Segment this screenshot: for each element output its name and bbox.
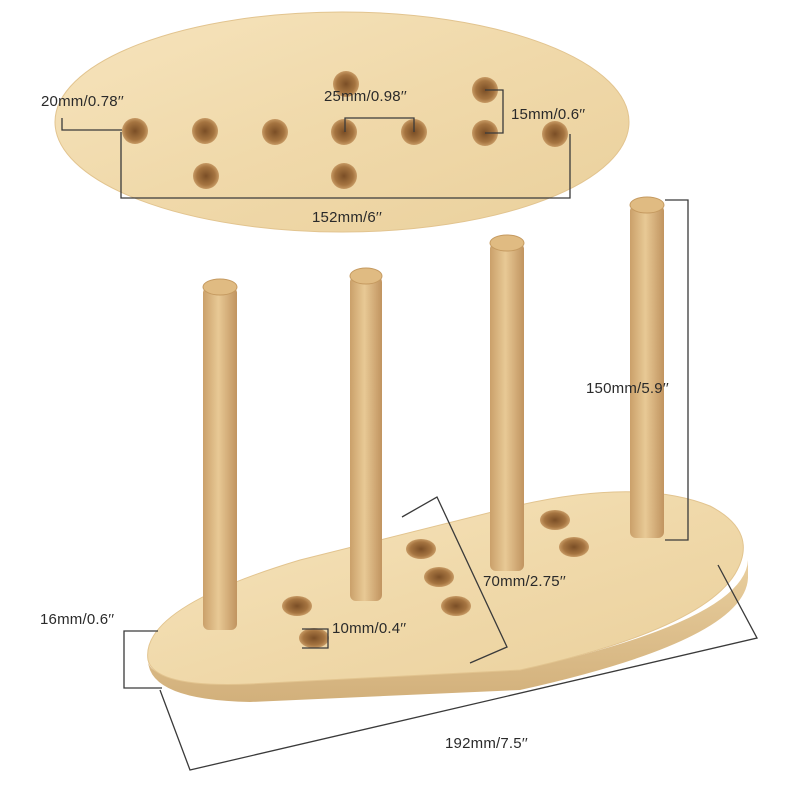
base-holes [282, 510, 589, 648]
peg-3 [489, 234, 525, 571]
pegs [202, 196, 665, 630]
label-top-hole-diameter: 20mm/0.78′′ [41, 93, 124, 110]
label-small-hole: 15mm/0.6′′ [511, 106, 586, 123]
label-base-length: 192mm/7.5′′ [445, 735, 528, 752]
label-top-length: 152mm/6′′ [312, 209, 382, 226]
peg-2 [349, 267, 383, 601]
label-base-hole: 10mm/0.4′′ [332, 620, 407, 637]
top-board-holes [122, 71, 568, 189]
top-dimension-lines [61, 89, 571, 199]
label-hole-spacing: 25mm/0.98′′ [324, 88, 407, 105]
base-dimension-lines [123, 199, 758, 771]
peg-1 [202, 278, 238, 630]
label-base-thickness: 16mm/0.6′′ [40, 611, 115, 628]
label-peg-height: 150mm/5.9′′ [586, 380, 669, 397]
base-board [147, 491, 748, 702]
top-board [54, 11, 630, 233]
peg-4 [629, 196, 665, 538]
label-base-width: 70mm/2.75′′ [483, 573, 566, 590]
